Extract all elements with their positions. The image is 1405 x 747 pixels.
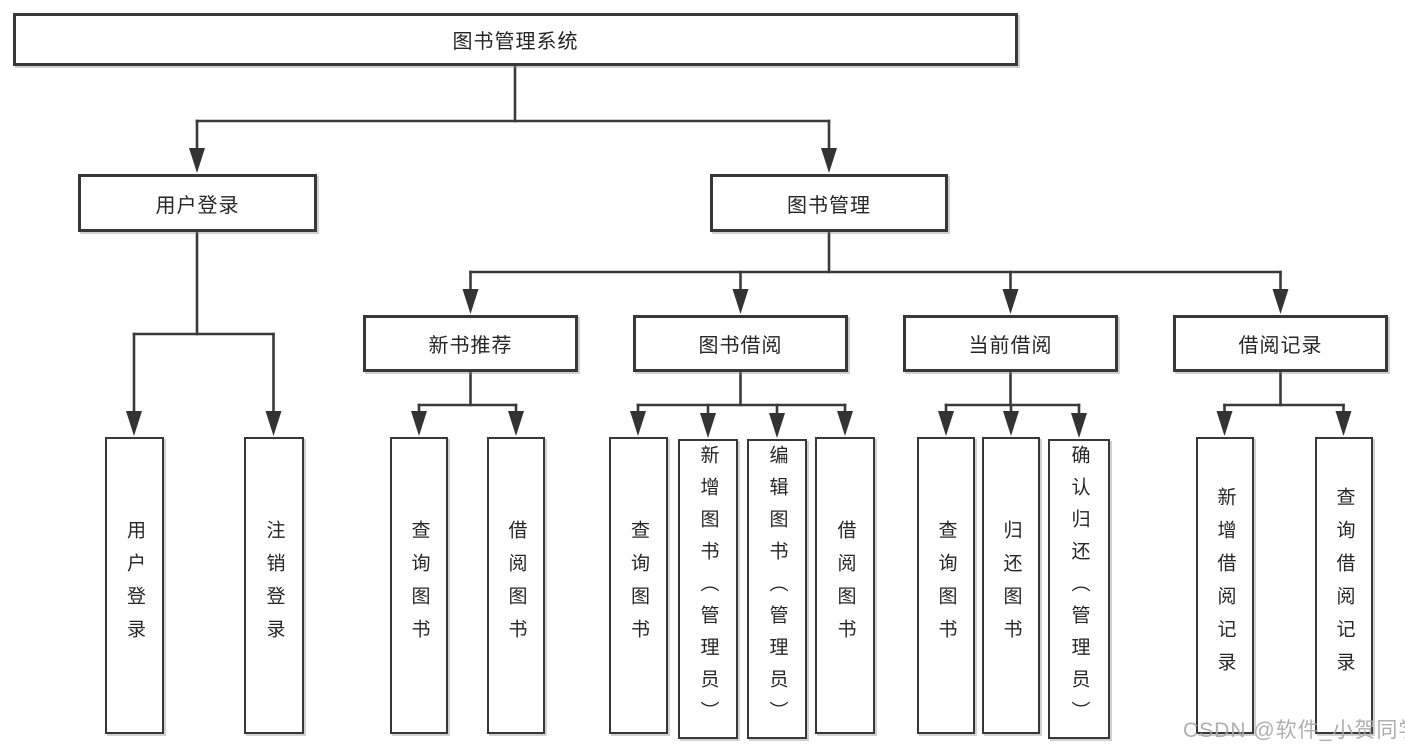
arrowhead-icon [189,148,205,173]
node-label: 借阅图书 [834,519,856,652]
arrowhead-icon [700,413,716,438]
arrowhead-icon [508,411,524,436]
node-book-borrow: 图书借阅 [633,315,848,372]
watermark-text: CSDN @软件_小贺同学 [1183,719,1405,742]
arrowhead-icon [938,411,954,436]
arrowhead-icon [1003,411,1019,436]
arrowhead-icon [630,411,646,436]
connector-root-to-level2 [189,64,837,173]
node-label: 查询图书 [408,519,430,652]
connector-new-book-recommend-to-children [411,369,524,436]
leaf-cb-query-books: 查询图书 [917,437,975,734]
node-label: 借阅图书 [505,519,527,652]
node-label: 查询图书 [628,519,649,652]
node-label: 图书管理系统 [452,31,579,53]
node-label: 新增图书（管理员） [697,445,719,733]
leaf-cb-confirm-return-admin: 确认归还（管理员） [1048,439,1110,739]
node-label: 注销登录 [263,519,285,652]
node-root: 图书管理系统 [13,13,1018,66]
node-book-management: 图书管理 [710,174,948,232]
node-label: 用户登录 [124,519,145,652]
node-borrow-records: 借阅记录 [1173,315,1388,372]
node-label: 查询借阅记录 [1333,486,1355,685]
arrowhead-icon [126,411,142,436]
node-new-book-recommend: 新书推荐 [363,315,578,372]
arrowhead-icon [769,413,785,438]
node-label: 查询图书 [935,519,957,652]
arrowhead-icon [732,289,749,314]
leaf-user-login: 用户登录 [105,437,164,734]
leaf-bb-borrow-books: 借阅图书 [815,437,875,734]
leaf-cb-return-books: 归还图书 [982,437,1040,734]
leaf-logout: 注销登录 [244,437,304,734]
node-label: 图书管理 [787,194,871,217]
arrowhead-icon [821,148,837,173]
arrowhead-icon [1071,413,1087,438]
connector-current-borrow-to-children [938,369,1087,438]
node-label: 确认归还（管理员） [1068,445,1090,733]
leaf-bb-add-books-admin: 新增图书（管理员） [678,439,738,739]
leaf-bb-edit-books-admin: 编辑图书（管理员） [747,439,807,739]
arrowhead-icon [1335,411,1352,436]
leaf-br-add-record: 新增借阅记录 [1196,437,1254,734]
node-label: 新增借阅记录 [1214,486,1236,685]
node-label: 新书推荐 [428,335,513,357]
arrowhead-icon [1002,289,1019,314]
connector-borrow-records-to-children [1216,369,1352,436]
leaf-nb-borrow-books: 借阅图书 [487,437,545,734]
connector-book-management-to-level3 [462,230,1289,314]
leaf-bb-query-books: 查询图书 [609,437,668,734]
arrowhead-icon [837,411,853,436]
arrowhead-icon [411,411,427,436]
node-label: 图书借阅 [698,335,783,357]
leaf-nb-query-books: 查询图书 [390,437,448,734]
arrowhead-icon [265,411,282,436]
node-label: 当前借阅 [968,335,1053,357]
arrowhead-icon [462,289,479,314]
leaf-br-query-record: 查询借阅记录 [1315,437,1373,734]
node-label: 用户登录 [155,194,240,217]
connector-user-login-to-children [126,230,282,436]
arrowhead-icon [1272,289,1289,314]
arrowhead-icon [1216,411,1233,436]
node-current-borrow: 当前借阅 [903,315,1118,372]
node-label: 编辑图书（管理员） [766,445,788,733]
node-user-login: 用户登录 [78,174,317,232]
connector-book-borrow-to-children [630,369,853,438]
node-label: 借阅记录 [1238,335,1323,357]
node-label: 归还图书 [1000,519,1022,652]
